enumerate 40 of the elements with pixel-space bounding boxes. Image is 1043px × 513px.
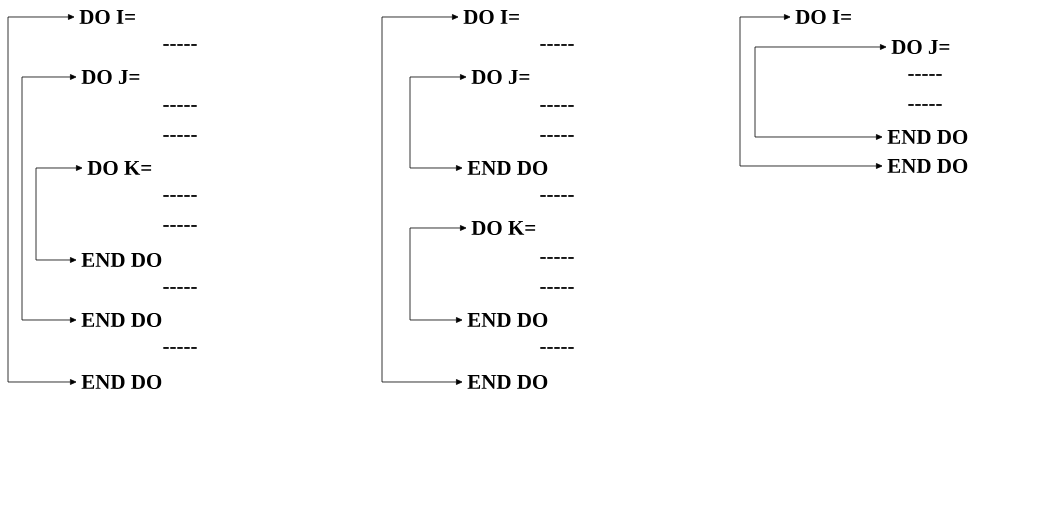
placeholder-line: ----- [163,225,197,227]
placeholder-line: ----- [163,105,197,107]
code-line: END DO [467,160,548,176]
code-line: END DO [887,129,968,145]
placeholder-line: ----- [540,257,574,259]
loop-bracket-arrow [381,14,463,385]
placeholder-line: ----- [540,105,574,107]
code-line: DO J= [81,69,140,85]
placeholder-line: ----- [540,44,574,46]
code-line: DO K= [87,160,152,176]
code-line: DO J= [891,39,950,55]
code-line: DO I= [463,9,519,25]
loop-bracket-arrow [7,14,77,385]
loop-bracket-arrow [21,74,77,323]
placeholder-line: ----- [163,135,197,137]
loop-bracket-arrow [35,165,83,263]
code-line: END DO [467,374,548,390]
code-line: DO J= [471,69,530,85]
placeholder-line: ----- [908,104,942,106]
code-line: END DO [81,374,162,390]
placeholder-line: ----- [163,195,197,197]
placeholder-line: ----- [540,347,574,349]
placeholder-line: ----- [540,195,574,197]
code-line: DO I= [79,9,135,25]
placeholder-line: ----- [163,44,197,46]
code-line: DO K= [471,220,536,236]
placeholder-line: ----- [163,287,197,289]
code-line: END DO [81,312,162,328]
placeholder-line: ----- [540,287,574,289]
loop-bracket-arrow [754,44,887,140]
placeholder-line: ----- [908,74,942,76]
code-line: END DO [887,158,968,174]
loop-bracket-arrow [739,14,883,169]
code-line: DO I= [795,9,851,25]
placeholder-line: ----- [540,135,574,137]
code-line: END DO [81,252,162,268]
loop-bracket-arrow [409,74,467,171]
loop-bracket-arrow [409,225,467,323]
code-line: END DO [467,312,548,328]
placeholder-line: ----- [163,347,197,349]
